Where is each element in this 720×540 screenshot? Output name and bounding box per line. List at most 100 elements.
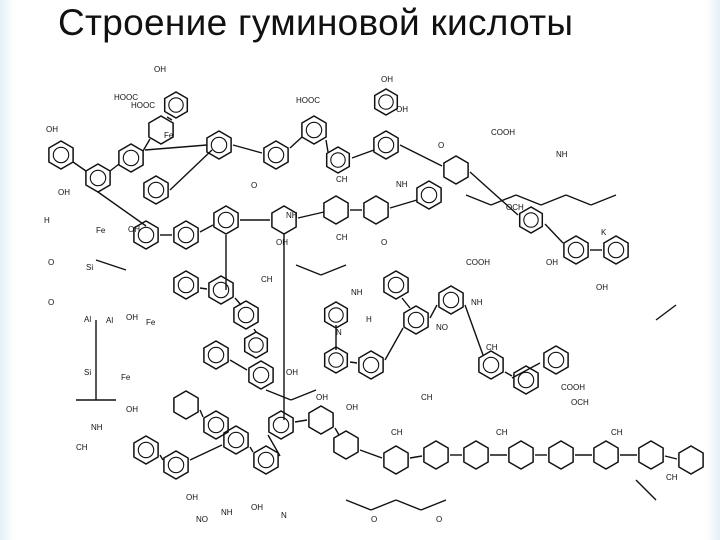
aromatic-circle-42 [257,451,275,469]
left-gradient-edge [0,0,14,540]
atom-label-ch2oh-60: CH [666,473,678,482]
atom-label-oh-8: OH [381,75,393,84]
benzene-ring-2 [85,163,111,193]
right-gradient-edge [706,0,720,540]
atom-label-hooc-7: HOOC [296,96,320,105]
benzene-ring-8 [301,115,327,145]
benzene-ring-41 [223,425,249,455]
aromatic-circle-11 [378,94,394,110]
benzene-ring-28 [248,360,274,390]
benzene-ring-55 [543,345,569,375]
bond-49 [97,191,147,227]
bond-45 [169,149,213,191]
bond-60 [290,389,317,401]
aromatic-circle-30 [362,356,380,374]
atom-label-oh-5: OH [58,188,70,197]
aromatic-circle-26 [248,337,264,353]
bond-52 [490,194,517,206]
bond-57 [295,264,322,276]
benzene-ring-48 [463,440,489,470]
aromatic-circle-54 [147,181,165,199]
aromatic-circle-29 [328,352,344,368]
bond-36 [334,427,340,436]
bond-53 [515,194,542,206]
atom-label-oh-1: OH [154,65,166,74]
bond-11 [469,171,519,216]
benzene-ring-42 [253,445,279,475]
atom-label-o-14: O [251,181,257,190]
aromatic-circle-35 [482,356,500,374]
atom-label-nh-13: NH [396,180,408,189]
bond-12 [544,223,564,244]
benzene-ring-51 [593,440,619,470]
benzene-ring-44 [308,405,334,435]
atom-label-fe-6: Fe [164,131,174,140]
benzene-ring-38 [203,410,229,440]
benzene-ring-4 [148,115,174,145]
bond-61 [345,499,372,511]
aromatic-circle-23 [177,276,195,294]
atom-label-ch2oh-44: CH [486,343,498,352]
benzene-ring-30 [358,350,384,380]
bond-33 [249,446,254,453]
bond-69 [655,304,677,321]
atom-label-fe-30: Fe [146,318,156,327]
benzene-ring-25 [233,300,259,330]
benzene-ring-39 [133,435,159,465]
benzene-ring-43 [268,410,294,440]
atom-label-n-63: N [281,511,287,520]
atom-label-oh-54: OH [286,368,298,377]
bond-62 [370,499,397,511]
bond-46 [511,362,541,379]
aromatic-circle-25 [237,306,255,324]
bond-8 [325,139,329,153]
bond-68 [95,259,127,271]
aromatic-circle-3 [122,149,140,167]
atom-label-ch3-32: CH [261,275,273,284]
bond-6 [232,144,263,154]
bond-19 [389,199,418,209]
aromatic-circle-6 [210,136,228,154]
bond-63 [395,499,422,511]
bond-29 [504,371,513,377]
benzene-ring-29 [323,346,349,374]
benzene-ring-6 [206,130,232,160]
bond-20 [199,287,208,290]
bond-1 [72,161,87,172]
benzene-ring-22 [416,180,442,210]
atom-label-oh-4: OH [46,125,58,134]
benzene-ring-32 [403,305,429,335]
atom-label-nh-49: NH [91,423,103,432]
aromatic-circle-18 [217,211,235,229]
atom-label-nh-41: NH [471,298,483,307]
aromatic-circle-15 [607,241,625,259]
benzene-ring-9 [325,146,351,174]
atom-label-oh-48: OH [126,405,138,414]
benzene-ring-24 [208,275,234,305]
aromatic-circle-32 [407,311,425,329]
bond-23 [229,359,248,371]
bond-31 [159,454,164,461]
atom-label-nh2-12: NH [556,150,568,159]
atom-label-fe-31: Fe [121,373,131,382]
aromatic-circle-7 [267,146,285,164]
atom-label-och3-46: OCH [571,398,589,407]
atom-label-oh-39: OH [596,283,608,292]
atom-label-cooh-11: COOH [491,128,515,137]
aromatic-circle-13 [523,212,539,228]
slide-title: Строение гуминовой кислоты [58,2,574,43]
atom-label-oh-19: OH [276,238,288,247]
benzene-ring-46 [383,445,409,475]
benzene-ring-16 [133,220,159,250]
atom-label-o-23: O [48,258,54,267]
bond-24 [349,361,358,364]
benzene-ring-26 [243,331,269,359]
aromatic-circle-39 [137,441,155,459]
bond-9 [351,149,375,159]
benzene-ring-40 [163,450,189,480]
benzene-ring-52 [638,440,664,470]
bond-4 [166,116,173,121]
aromatic-circle-10 [377,136,395,154]
benzene-ring-33 [383,270,409,300]
atom-label-oh-55: OH [316,393,328,402]
